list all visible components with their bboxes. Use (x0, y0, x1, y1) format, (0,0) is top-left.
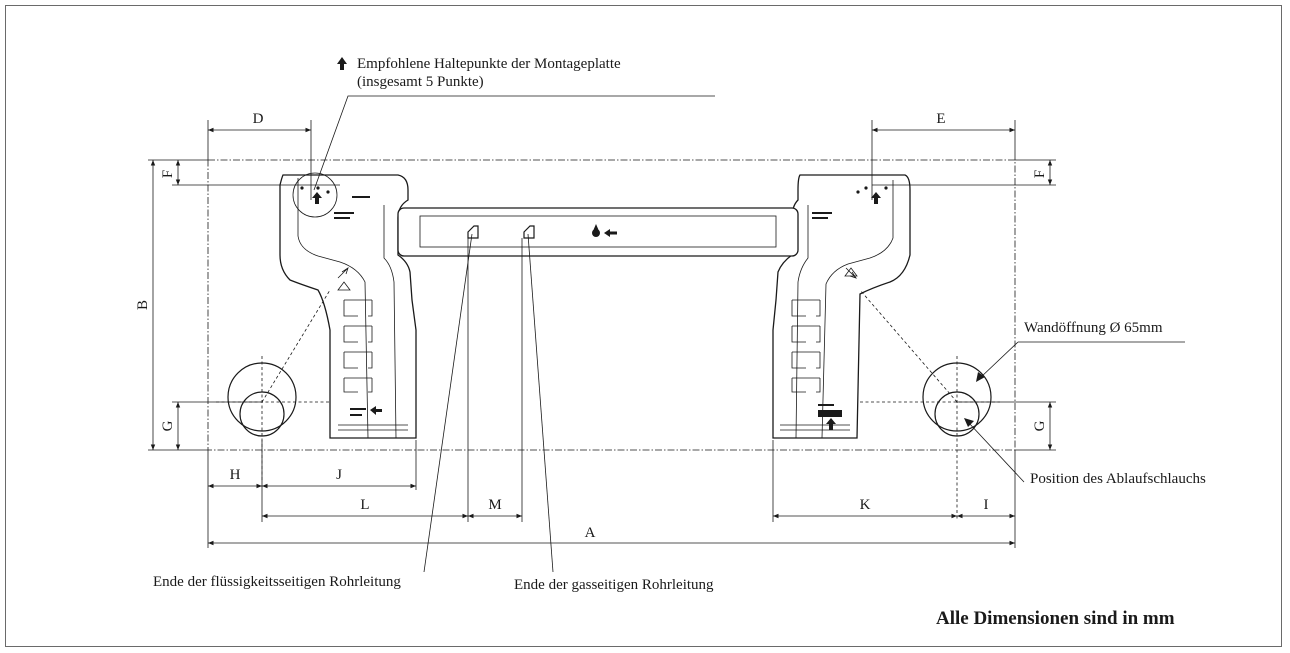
leader-wall-opening (979, 341, 1185, 379)
wall-opening-label: Wandöffnung Ø 65mm (1024, 320, 1163, 336)
dim-label-B: B (135, 300, 151, 310)
mount-points-label: Empfohlene Haltepunkte der Montageplatte (357, 56, 621, 72)
leader-mount-points (313, 95, 715, 191)
dim-label-K: K (860, 497, 871, 513)
dim-label-J: J (336, 467, 342, 483)
dim-label-L: L (360, 497, 369, 513)
wall-opening-left (216, 289, 331, 480)
drawing-frame (5, 5, 1282, 647)
mount-point-highlight (292, 172, 338, 218)
up-arrow-icon (826, 418, 836, 430)
drop-arrow-icon (592, 224, 617, 237)
dim-label-D: D (253, 111, 264, 127)
liquid-pipe-end-label: Ende der flüssigkeitsseitigen Rohrleitun… (153, 574, 401, 590)
dim-label-F-left: F (160, 170, 176, 178)
units-note: Alle Dimensionen sind in mm (936, 608, 1175, 629)
up-arrow-icon (337, 57, 347, 70)
dim-label-F-right: F (1032, 170, 1048, 178)
drain-hose-label: Position des Ablaufschlauchs (1030, 471, 1206, 487)
leader-gas-pipe (527, 233, 554, 573)
plate-markings (334, 196, 834, 416)
up-arrow-icon (370, 406, 382, 415)
wall-opening-right (859, 289, 1000, 520)
leader-drain-hose (967, 421, 1025, 483)
dim-label-H: H (230, 467, 241, 483)
dim-label-E: E (936, 111, 945, 127)
leader-liquid-pipe (423, 233, 473, 573)
gas-pipe-end-label: Ende der gasseitigen Rohrleitung (514, 577, 714, 593)
unit-outline (207, 159, 1016, 451)
dim-label-G-right: G (1032, 420, 1048, 431)
up-arrow-icon (312, 192, 322, 204)
mounting-plate (279, 174, 911, 439)
dim-label-M: M (488, 497, 501, 513)
dim-label-I: I (984, 497, 989, 513)
up-arrow-icon (871, 192, 881, 204)
dim-label-G-left: G (160, 420, 176, 431)
dim-label-A: A (585, 525, 596, 541)
mount-points-count-label: (insgesamt 5 Punkte) (357, 74, 484, 90)
